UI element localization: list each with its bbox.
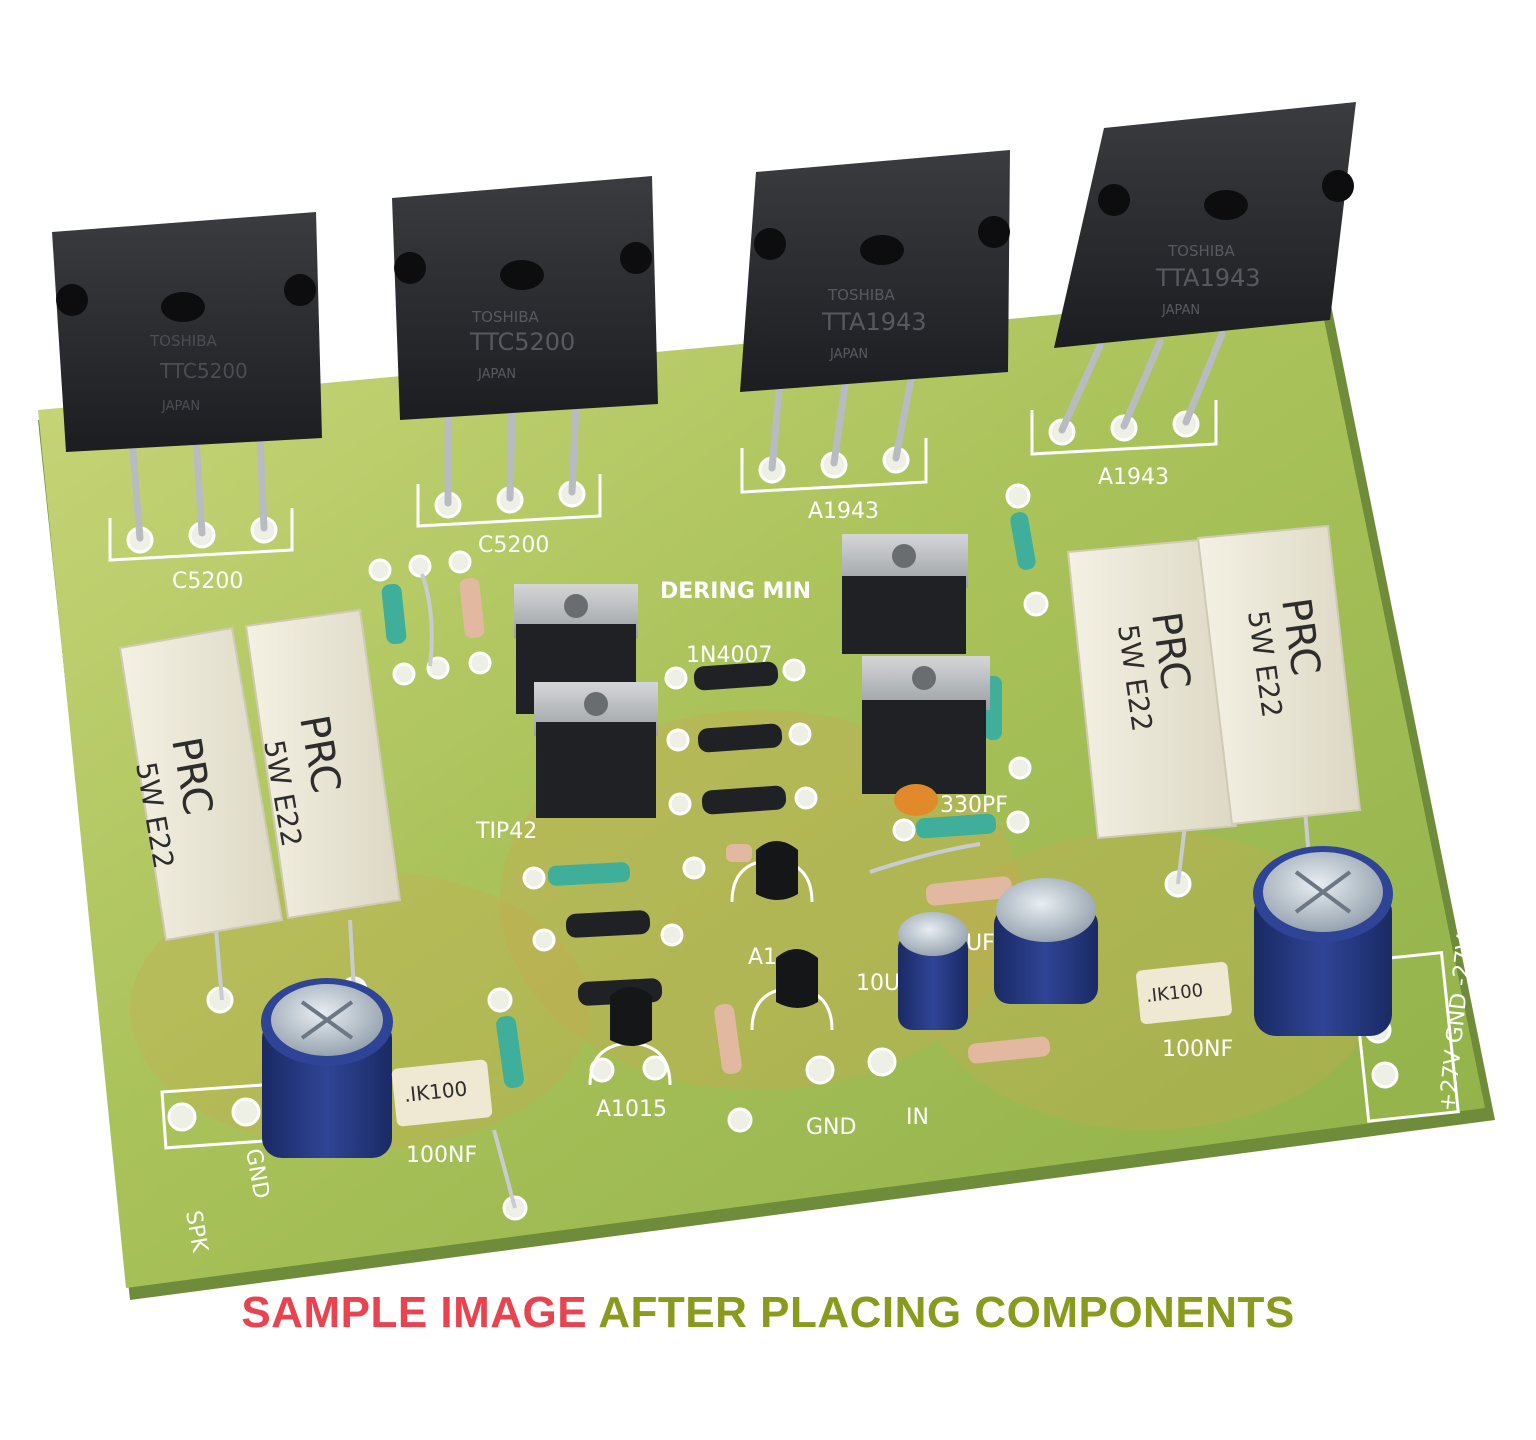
- caption-sample-image: SAMPLE IMAGE: [241, 1288, 588, 1337]
- power-resistor-4-brand: PRC: [1272, 595, 1328, 679]
- transistor-2-model: TTC5200: [469, 328, 575, 356]
- transistor-1-brand: TOSHIBA: [149, 332, 217, 350]
- electrolytic-capacitor-small-1: [898, 912, 968, 1030]
- transistor-2-brand: TOSHIBA: [471, 308, 539, 326]
- film-capacitor-right: .IK100: [1136, 961, 1232, 1025]
- transistor-1-model: TTC5200: [159, 359, 248, 383]
- power-resistor-3-brand: PRC: [1142, 609, 1198, 693]
- label-brand: DERING MIN: [660, 579, 811, 604]
- small-resistors: [381, 512, 1051, 1089]
- electrolytic-capacitor-large-right: [1253, 846, 1393, 1036]
- pcb-photo: C5200 C5200 A1943 A1943 DERING MIN 1N400…: [38, 102, 1495, 1300]
- ceramic-capacitor: [894, 784, 938, 816]
- transistor-1-origin: JAPAN: [161, 399, 200, 414]
- transistor-4-brand: TOSHIBA: [1167, 242, 1235, 260]
- transistor-legs: [128, 330, 1226, 542]
- label-in: IN: [906, 1105, 929, 1130]
- electrolytic-capacitor-large-left: [261, 978, 393, 1158]
- electrolytic-capacitor-small-2: [994, 878, 1098, 1004]
- transistor-4-origin: JAPAN: [1161, 303, 1200, 318]
- transistor-2-origin: JAPAN: [477, 367, 516, 382]
- power-resistor-3: PRC 5W E22: [1066, 538, 1238, 840]
- label-gnd: GND: [806, 1115, 856, 1140]
- caption-after-placing: AFTER PLACING COMPONENTS: [598, 1288, 1295, 1337]
- label-tip42: TIP42: [475, 819, 537, 844]
- power-transistor-1: TOSHIBA TTC5200 JAPAN: [52, 212, 322, 452]
- label-330pf: 330PF: [940, 793, 1008, 818]
- label-a1943-mid: A1943: [808, 499, 879, 524]
- to220-transistors: [514, 534, 990, 818]
- transistor-4-model: TTA1943: [1155, 264, 1261, 292]
- label-a1015-bottom: A1015: [596, 1097, 667, 1122]
- label-100nf-right: 100NF: [1162, 1037, 1233, 1062]
- image-caption: SAMPLE IMAGE AFTER PLACING COMPONENTS: [0, 1288, 1536, 1338]
- small-transistors: [610, 841, 818, 1046]
- power-resistor-1: PRC 5W E22: [118, 626, 284, 942]
- label-100nf-left: 100NF: [406, 1143, 477, 1168]
- label-a1943-right: A1943: [1098, 465, 1169, 490]
- power-transistor-2: TOSHIBA TTC5200 JAPAN: [392, 176, 658, 420]
- film-capacitor-left: .IK100: [391, 1059, 493, 1127]
- power-resistor-4: PRC 5W E22: [1196, 524, 1362, 826]
- label-a1015-mid: A1: [748, 945, 777, 970]
- label-c5200-left: C5200: [172, 569, 243, 594]
- label-uf: UF: [966, 931, 995, 956]
- transistor-3-model: TTA1943: [821, 308, 927, 336]
- transistor-3-brand: TOSHIBA: [827, 286, 895, 304]
- power-transistor-3: TOSHIBA TTA1943 JAPAN: [740, 150, 1010, 392]
- label-c5200-mid: C5200: [478, 533, 549, 558]
- transistor-3-origin: JAPAN: [829, 347, 868, 362]
- power-transistor-4: TOSHIBA TTA1943 JAPAN: [1054, 102, 1356, 348]
